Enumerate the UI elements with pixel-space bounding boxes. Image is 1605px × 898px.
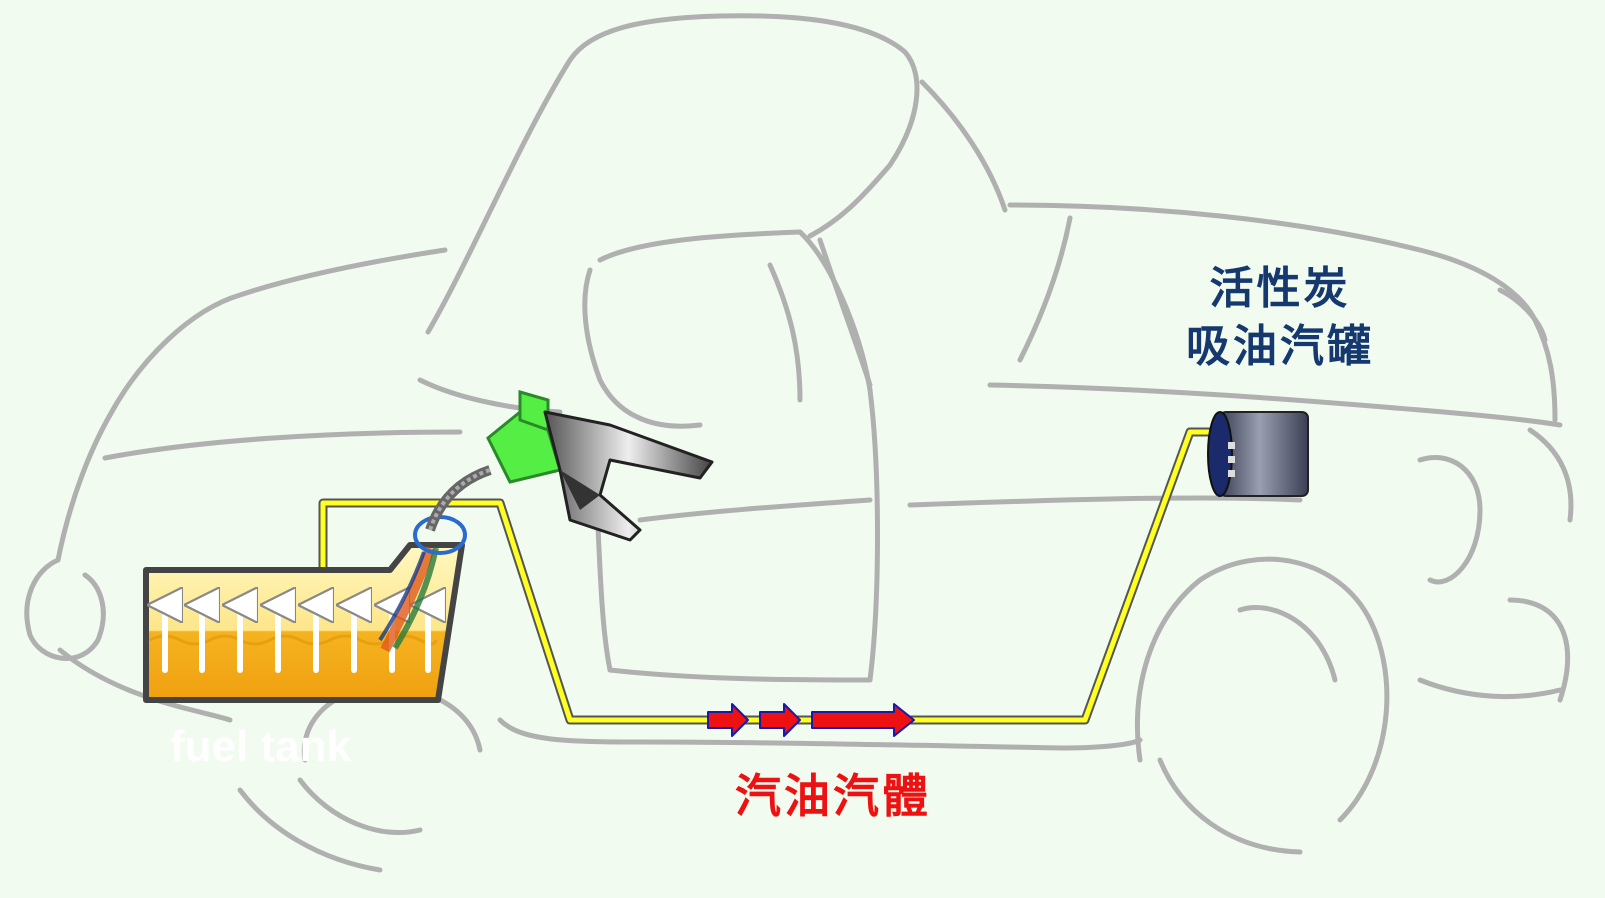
fuel-tank <box>143 542 465 703</box>
canister-label-line-1: 活性炭 <box>1209 263 1351 314</box>
fuel-tank-label: fuel tank <box>170 722 351 771</box>
canister-label: 活性炭 吸油汽罐 <box>1160 260 1400 376</box>
vapor-label: 汽油汽體 <box>735 769 931 823</box>
fuel-spray <box>378 546 439 653</box>
canister-label-line-2: 吸油汽罐 <box>1186 321 1374 372</box>
vapor-line <box>318 427 1220 725</box>
filler-neck <box>413 465 492 555</box>
car-outline <box>24 13 1574 873</box>
vapor-rise-arrows <box>165 605 428 673</box>
fuel-nozzle <box>486 390 714 542</box>
charcoal-canister <box>1207 411 1309 497</box>
vapor-flow-arrows <box>707 703 915 737</box>
